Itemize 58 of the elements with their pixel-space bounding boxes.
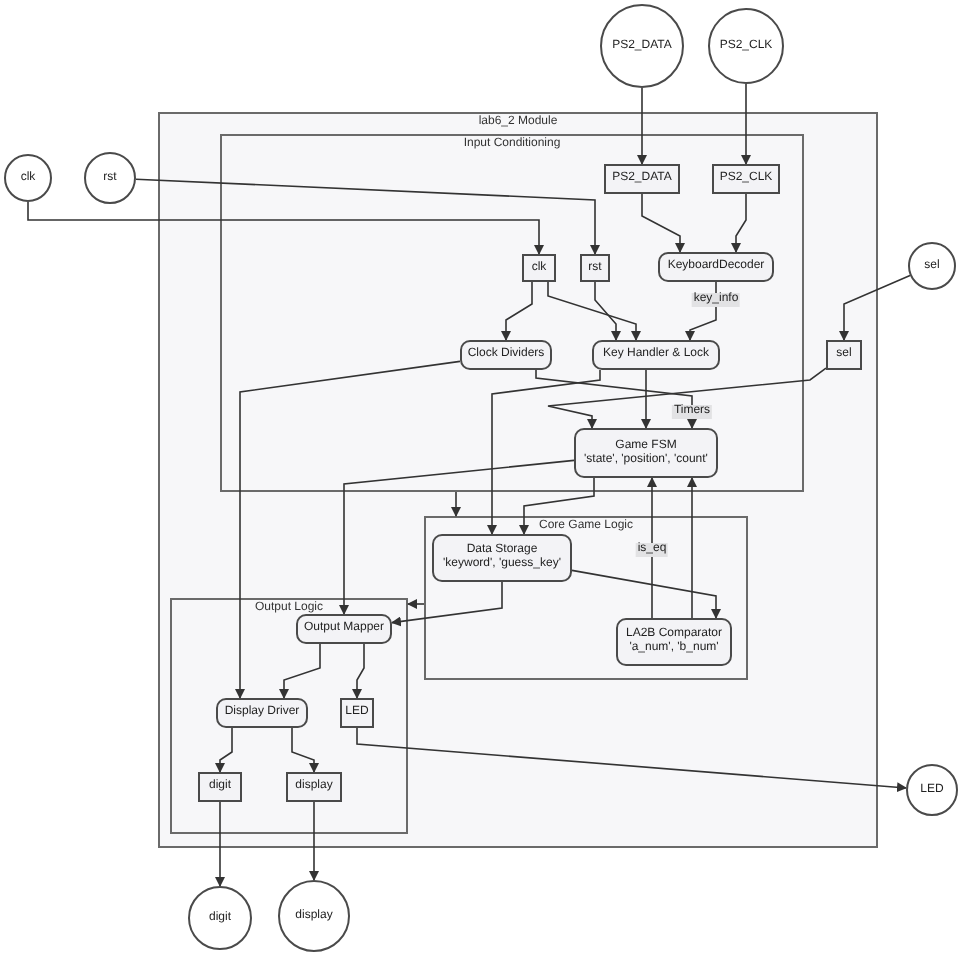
subgraph-panel: [170, 598, 408, 834]
signal-box: [712, 164, 780, 194]
arrow: [519, 477, 595, 535]
arrow: [215, 801, 225, 887]
io-port-circle: [84, 152, 136, 204]
process-box: [216, 698, 308, 728]
signal-box: [340, 698, 374, 728]
signal-box: [286, 772, 342, 802]
arrow: [641, 193, 685, 253]
io-port-circle: [188, 886, 252, 950]
signal-box: [580, 254, 610, 282]
arrow: [339, 459, 575, 615]
arrow: [309, 801, 319, 881]
signal-box: [522, 254, 556, 282]
arrow: [741, 83, 751, 165]
arrow: [571, 569, 721, 619]
signal-box: [198, 772, 242, 802]
subgraph-panel: [424, 516, 748, 680]
arrow: [647, 477, 657, 619]
arrow: [637, 87, 647, 165]
signal-box: [604, 164, 680, 194]
process-box: [296, 614, 392, 644]
process-box: [432, 534, 572, 582]
process-box: [574, 428, 718, 478]
arrow: [501, 281, 533, 341]
io-port-circle: [708, 8, 784, 84]
process-box: [616, 618, 732, 666]
arrow: [135, 178, 600, 255]
arrow: [487, 369, 601, 535]
arrow: [235, 360, 461, 699]
io-port-circle: [600, 4, 684, 88]
process-box: [592, 340, 720, 370]
arrow: [535, 369, 697, 429]
io-port-circle: [4, 154, 52, 202]
arrow: [451, 491, 461, 517]
arrow: [391, 581, 503, 627]
arrow: [547, 367, 827, 429]
subgraph-panel: [220, 134, 804, 492]
arrow: [356, 727, 907, 793]
arrow: [547, 281, 641, 341]
arrow: [687, 477, 697, 619]
arrow: [352, 643, 365, 699]
arrow: [27, 201, 544, 255]
io-port-circle: [906, 764, 958, 816]
process-box: [460, 340, 552, 370]
subgraph-panel: [158, 112, 878, 848]
arrow: [641, 369, 651, 429]
arrow: [731, 193, 747, 253]
arrow: [407, 599, 425, 609]
arrow: [291, 727, 319, 773]
signal-box: [826, 340, 862, 370]
io-port-circle: [908, 242, 956, 290]
io-port-circle: [278, 880, 350, 952]
arrow: [279, 643, 321, 699]
arrow: [215, 727, 233, 773]
process-box: [658, 252, 774, 282]
arrow: [594, 281, 621, 341]
arrow: [839, 274, 911, 341]
